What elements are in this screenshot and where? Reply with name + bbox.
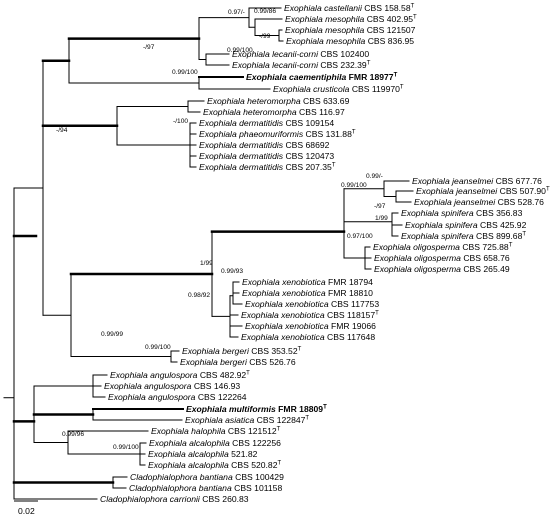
taxon-label: Exophiala lecanii-corni CBS 102400 [232, 49, 369, 59]
taxon-label: Exophiala alcalophila 521.82 [148, 449, 258, 459]
support-value: -/100 [173, 118, 188, 125]
support-value: 0.99/100 [113, 444, 139, 451]
taxon-label: Exophiala caementiphila FMR 18977T [246, 72, 398, 82]
taxon-label: Exophiala oligosperma CBS 658.76 [374, 253, 510, 263]
taxon-label: Exophiala spinifera CBS 899.68T [401, 231, 526, 241]
taxon-label: Exophiala angulospora CBS 482.92T [110, 370, 250, 380]
type-strain-marker: T [394, 73, 398, 79]
taxon-label: Exophiala dermatitidis CBS 109154 [199, 118, 334, 128]
support-value: 0.99/96 [62, 431, 84, 438]
taxon-label: Exophiala crusticola CBS 119970T [273, 84, 404, 94]
taxon-label: Exophiala alcalophila CBS 520.82T [148, 460, 281, 470]
type-strain-marker: T [332, 163, 336, 169]
taxon-label: Exophiala bergeri CBS 353.52T [182, 346, 302, 356]
taxon-label: Exophiala multiformis FMR 18809T [186, 404, 327, 414]
type-strain-marker: T [277, 461, 281, 467]
support-value: -/94 [56, 127, 68, 134]
type-strain-marker: T [400, 85, 404, 91]
support-value: 0.97/100 [347, 233, 373, 240]
taxon-label: Exophiala castellanii CBS 158.58T [284, 3, 415, 13]
taxon-label: Exophiala alcalophila CBS 122256 [149, 438, 281, 448]
type-strain-marker: T [367, 61, 371, 67]
type-strain-marker: T [323, 405, 327, 411]
type-strain-marker: T [546, 187, 550, 193]
type-strain-marker: T [352, 130, 356, 136]
support-value: 0.99/- [366, 173, 383, 180]
support-values: 0.97/- 0.99/86 -/99 0.99/100 -/97 0.99/100 -/9… [56, 8, 388, 451]
support-value: 0.99/100 [227, 47, 253, 54]
scale-bar-label: 0.02 [18, 506, 35, 516]
taxon-label: Exophiala angulospora CBS 122264 [108, 392, 247, 402]
type-strain-marker: T [375, 311, 379, 317]
taxon-label: Exophiala dermatitidis CBS 207.35T [199, 162, 336, 172]
taxon-label: Exophiala xenobiotica CBS 118157T [241, 310, 379, 320]
support-value: 0.97/- [228, 9, 245, 16]
support-value: -/99 [259, 33, 271, 40]
support-value: 1/99 [200, 260, 213, 267]
taxon-label: Exophiala lecanii-corni CBS 232.39T [232, 60, 371, 70]
taxon-label: Cladophialophora carrionii CBS 260.83 [100, 494, 249, 504]
taxon-label: Exophiala xenobiotica CBS 117648 [241, 332, 375, 342]
taxon-label: Exophiala dermatitidis CBS 120473 [199, 151, 334, 161]
taxon-label: Exophiala mesophila CBS 121507 [285, 25, 416, 35]
taxon-label: Exophiala oligosperma CBS 725.88T [373, 242, 513, 252]
type-strain-marker: T [411, 4, 415, 10]
scale-bar: 0.02 [14, 500, 38, 516]
type-strain-marker: T [509, 243, 513, 249]
taxon-label: Exophiala angulospora CBS 146.93 [104, 381, 240, 391]
support-value: 0.99/86 [254, 8, 276, 15]
support-value: 1/99 [375, 215, 388, 222]
taxon-label: Exophiala mesophila CBS 836.95 [286, 36, 414, 46]
type-strain-marker: T [246, 371, 250, 377]
taxon-label: Exophiala jeanselmei CBS 528.76 [414, 197, 544, 207]
support-value: 0.99/99 [101, 331, 123, 338]
taxon-label: Exophiala xenobiotica FMR 18794 [242, 277, 373, 287]
type-strain-marker: T [413, 15, 417, 21]
tree-branches [3, 7, 414, 500]
taxon-label: Exophiala spinifera CBS 356.83 [401, 208, 523, 218]
support-value: 0.99/100 [172, 69, 198, 76]
support-value: 0.99/93 [221, 268, 243, 275]
support-value: -/97 [143, 44, 155, 51]
taxon-label: Exophiala spinifera CBS 425.92 [405, 220, 527, 230]
taxon-label: Exophiala xenobiotica CBS 117753 [245, 299, 379, 309]
taxon-label: Exophiala phaeomuriformis CBS 131.88T [199, 129, 356, 139]
taxon-label: Exophiala xenobiotica FMR 19066 [245, 321, 376, 331]
taxon-label: Cladophialophora bantiana CBS 100429 [130, 472, 284, 482]
taxon-label: Exophiala asiatica CBS 122847T [185, 415, 309, 425]
type-strain-marker: T [305, 416, 309, 422]
support-value: 0.98/92 [188, 292, 210, 299]
support-value: -/97 [374, 203, 386, 210]
taxon-label: Exophiala jeanselmei CBS 677.76 [412, 176, 542, 186]
type-strain-marker: T [277, 427, 281, 433]
taxon-labels: Exophiala castellanii CBS 158.58TExophia… [100, 3, 550, 504]
support-value: 0.99/100 [341, 182, 367, 189]
taxon-label: Exophiala xenobiotica FMR 18810 [242, 288, 373, 298]
taxon-label: Exophiala heteromorpha CBS 116.97 [203, 107, 345, 117]
taxon-label: Exophiala mesophila CBS 402.95T [285, 14, 417, 24]
taxon-label: Exophiala bergeri CBS 526.76 [180, 357, 296, 367]
taxon-label: Exophiala oligosperma CBS 265.49 [374, 264, 510, 274]
taxon-label: Exophiala heteromorpha CBS 633.69 [207, 96, 350, 106]
taxon-label: Exophiala dermatitidis CBS 68692 [199, 140, 330, 150]
support-value: 0.99/100 [145, 344, 171, 351]
taxon-label: Exophiala jeanselmei CBS 507.90T [416, 186, 550, 196]
type-strain-marker: T [522, 232, 526, 238]
taxon-label: Cladophialophora bantiana CBS 101158 [129, 483, 282, 493]
taxon-label: Exophiala halophila CBS 121512T [151, 426, 281, 436]
type-strain-marker: T [298, 347, 302, 353]
